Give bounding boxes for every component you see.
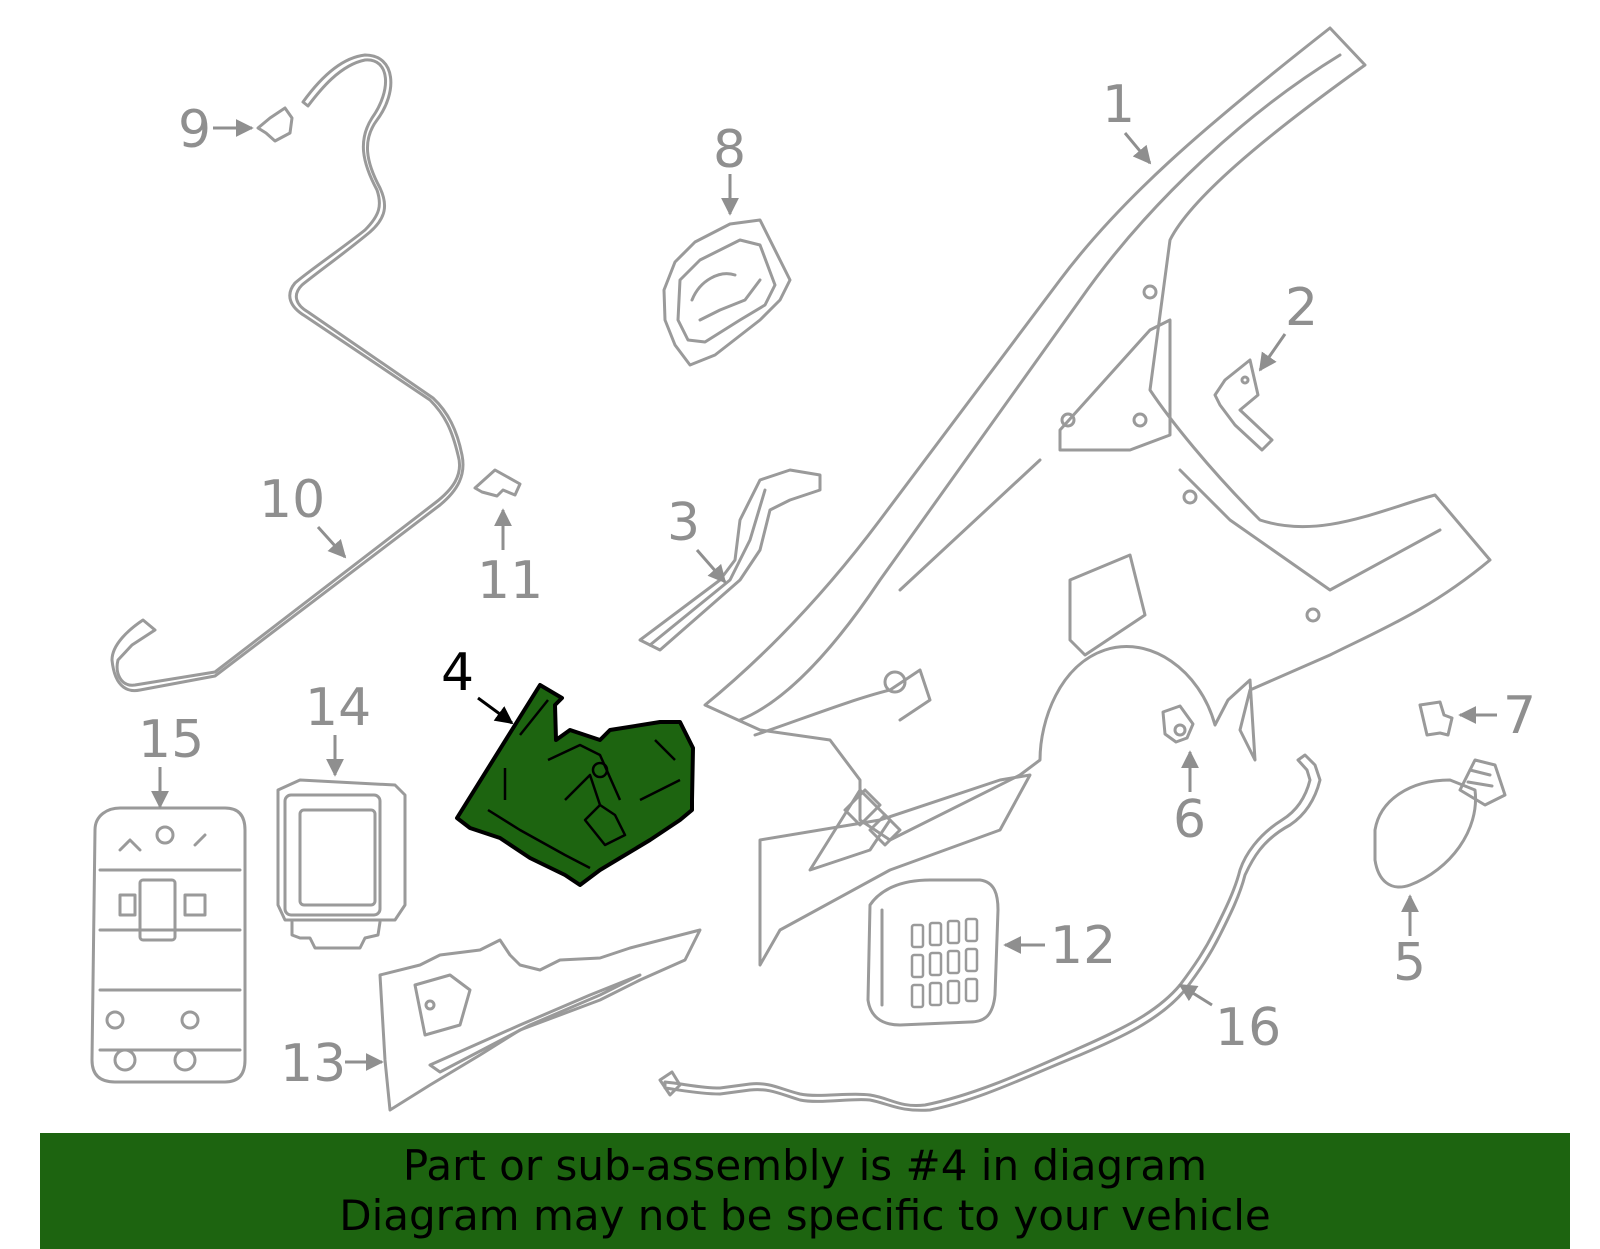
callout-2: 2 [1285,278,1318,338]
part-4-highlighted [455,683,695,887]
banner-line-2: Diagram may not be specific to your vehi… [339,1191,1271,1240]
part-6-clip [1161,704,1195,744]
callout-arrows [151,119,1497,1071]
part-15-relay-box [90,806,247,1084]
part-1-quarter-panel [703,26,1492,967]
part-8-housing [662,218,792,367]
banner-line-1: Part or sub-assembly is #4 in diagram [402,1141,1208,1190]
part-9-clip [256,106,294,143]
callout-14: 14 [305,678,371,738]
callout-7: 7 [1503,686,1536,746]
callout-1: 1 [1102,75,1135,135]
callout-4: 4 [441,643,474,703]
info-banner: Part or sub-assembly is #4 in diagram Di… [40,1133,1570,1249]
callout-16: 16 [1215,998,1281,1058]
part-2-bracket [1213,358,1274,452]
callout-6: 6 [1173,790,1206,850]
part-7-clip [1418,700,1454,737]
part-12-vent [866,878,1000,1027]
callout-8: 8 [713,120,746,180]
part-10-cable [110,53,465,693]
callout-10: 10 [259,470,325,530]
part-11-clip [473,468,522,498]
callout-12: 12 [1050,916,1116,976]
callout-15: 15 [138,710,204,770]
callout-numbers: 1 2 3 4 5 6 7 8 9 10 11 12 13 14 15 16 [138,75,1536,1094]
part-5-fuel-door [1373,758,1507,889]
callout-11: 11 [477,551,543,611]
part-13-trim-panel [378,928,702,1112]
callout-5: 5 [1393,933,1426,993]
callout-9: 9 [178,100,211,160]
part-16-harness [658,753,1322,1112]
callout-13: 13 [280,1034,346,1094]
part-3-reinforcement [638,468,822,652]
part-14-module [276,778,407,950]
callout-3: 3 [667,493,700,553]
